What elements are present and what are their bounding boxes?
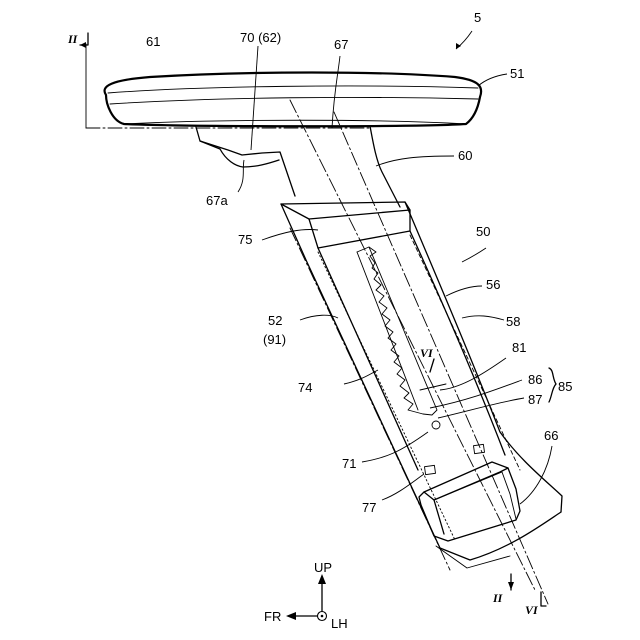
ref-5: 5 — [474, 10, 481, 25]
ref-61: 61 — [146, 34, 160, 49]
lower-cover — [281, 202, 562, 568]
section-ii-bottom-label: II — [492, 591, 504, 605]
ref-75: 75 — [238, 232, 252, 247]
armrest-pad — [105, 73, 482, 127]
front-arrow-icon — [286, 612, 296, 620]
orientation-indicator: UP FR LH — [264, 560, 348, 631]
ref-60: 60 — [458, 148, 472, 163]
front-label: FR — [264, 609, 281, 624]
section-marker-vi-bottom: VI — [525, 592, 546, 617]
ref-85: 85 — [558, 379, 572, 394]
section-vi-bottom-label: VI — [525, 603, 539, 617]
ref-51: 51 — [510, 66, 524, 81]
toothed-rack — [357, 247, 440, 429]
ref-58: 58 — [506, 314, 520, 329]
section-ii-top-label: II — [67, 32, 79, 46]
ref-56: 56 — [486, 277, 500, 292]
section-marker-ii-top: II — [67, 32, 88, 48]
section-vi-mid-label: VI — [420, 346, 434, 360]
left-hand-label: LH — [331, 616, 348, 631]
section-marker-ii-bottom: II — [492, 574, 514, 605]
ref-74: 74 — [298, 380, 312, 395]
center-lines — [86, 44, 548, 604]
ref-77: 77 — [362, 500, 376, 515]
ref-91: (91) — [263, 332, 286, 347]
ref-67a: 67a — [206, 193, 228, 208]
ref-81: 81 — [512, 340, 526, 355]
ref-50: 50 — [476, 224, 490, 239]
ref-71: 71 — [342, 456, 356, 471]
ref-87: 87 — [528, 392, 542, 407]
ref-70-62: 70 (62) — [240, 30, 281, 45]
ref-67: 67 — [334, 37, 348, 52]
up-arrow-icon — [318, 574, 326, 584]
section-marker-vi-mid: VI — [420, 346, 434, 372]
ref-66: 66 — [544, 428, 558, 443]
leader-lines — [238, 31, 556, 504]
ref-86: 86 — [528, 372, 542, 387]
up-label: UP — [314, 560, 332, 575]
ref-52: 52 — [268, 313, 282, 328]
